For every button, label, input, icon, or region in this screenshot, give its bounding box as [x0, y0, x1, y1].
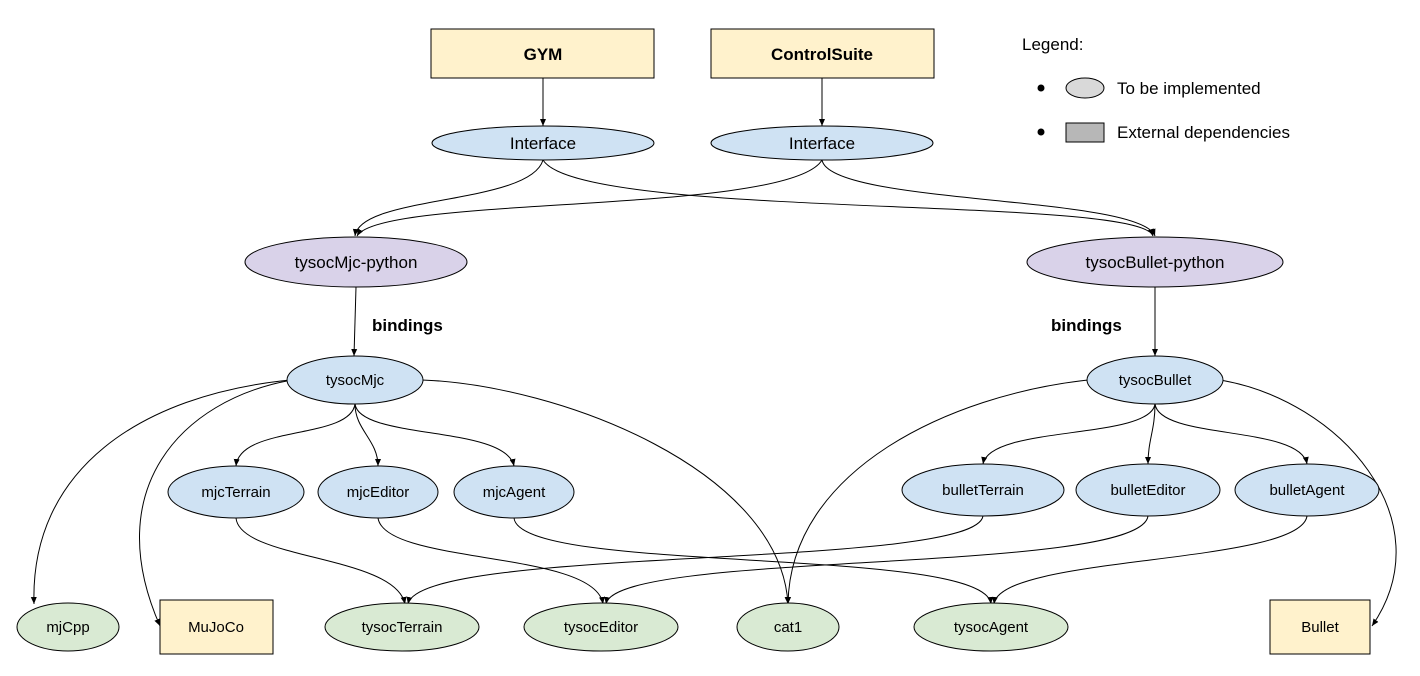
- node-tysocmjc: tysocMjc: [286, 355, 424, 405]
- edge-interface-gym-tysocbullet-python: [542, 159, 1154, 237]
- node-interface-gym: Interface: [431, 125, 655, 161]
- node-interface-cs: Interface: [710, 125, 934, 161]
- node-cat1-label: cat1: [774, 619, 802, 636]
- legend-bullet-future: [1037, 84, 1045, 92]
- edge-tysocmjc-python-tysocmjc: [351, 286, 358, 357]
- node-bulleteditor-label: bulletEditor: [1110, 482, 1185, 499]
- edge-mjcagent-tysocagent: [513, 517, 994, 605]
- node-tysocbullet: tysocBullet: [1086, 355, 1224, 405]
- node-tysocmjc-python: tysocMjc-python: [244, 236, 468, 288]
- edges: [30, 78, 1397, 627]
- node-tysocbullet-python: tysocBullet-python: [1026, 236, 1284, 288]
- node-controlsuite-label: ControlSuite: [771, 45, 873, 64]
- edge-tysocmjc-mjcagent: [354, 403, 516, 467]
- bindings-label-mjc: bindings: [372, 316, 443, 335]
- legend: Legend: To be implemented External depen…: [1022, 35, 1290, 143]
- node-tysocbullet-python-label: tysocBullet-python: [1086, 253, 1225, 272]
- node-mjcagent-label: mjcAgent: [483, 484, 546, 501]
- edge-bulletagent-tysocagent: [991, 515, 1308, 605]
- edge-tysocbullet-bullet: [1219, 379, 1397, 627]
- legend-swatch-external: [1065, 122, 1105, 143]
- legend-swatch-future: [1065, 77, 1105, 99]
- node-tysocbullet-label: tysocBullet: [1119, 372, 1192, 389]
- node-bulleteditor: bulletEditor: [1075, 463, 1221, 517]
- edge-bulleteditor-tysoceditor: [604, 515, 1149, 605]
- edge-bulletterrain-tysocterrain: [406, 515, 984, 605]
- node-mjcpp: mjCpp: [16, 602, 120, 652]
- node-gym: GYM: [430, 28, 655, 79]
- node-bulletagent-label: bulletAgent: [1269, 482, 1345, 499]
- node-mjceditor-label: mjcEditor: [347, 484, 410, 501]
- node-mjcpp-label: mjCpp: [46, 619, 89, 636]
- node-interface-cs-label: Interface: [789, 134, 855, 153]
- node-bullet: Bullet: [1269, 599, 1371, 655]
- edge-tysocmjc-mjcterrain: [233, 403, 356, 467]
- node-tysocterrain-label: tysocTerrain: [362, 619, 443, 636]
- edge-tysocbullet-bulletterrain: [981, 403, 1156, 465]
- edge-interface-cs-tysocmjc-python: [356, 159, 823, 237]
- edge-mjcterrain-tysocterrain: [235, 517, 407, 605]
- node-bulletterrain-label: bulletTerrain: [942, 482, 1024, 499]
- node-tysocagent-label: tysocAgent: [954, 619, 1029, 636]
- node-tysocagent: tysocAgent: [913, 602, 1069, 652]
- node-gym-label: GYM: [524, 45, 563, 64]
- node-cat1: cat1: [736, 602, 840, 652]
- bindings-label-bullet: bindings: [1051, 316, 1122, 335]
- node-mjcagent: mjcAgent: [453, 465, 575, 519]
- node-mjcterrain-label: mjcTerrain: [201, 484, 270, 501]
- node-mjcterrain: mjcTerrain: [167, 465, 305, 519]
- node-interface-gym-label: Interface: [510, 134, 576, 153]
- node-mjceditor: mjcEditor: [317, 465, 439, 519]
- edge-tysocbullet-bulletagent: [1154, 403, 1309, 465]
- edge-mjceditor-tysoceditor: [377, 517, 605, 605]
- legend-item-external: External dependencies: [1117, 123, 1290, 142]
- edge-tysocmjc-cat1: [421, 379, 791, 605]
- node-tysoceditor-label: tysocEditor: [564, 619, 638, 636]
- node-bulletterrain: bulletTerrain: [901, 463, 1065, 517]
- edge-tysocmjc-mjcpp: [30, 379, 291, 605]
- edge-interface-gym-tysocmjc-python: [352, 159, 544, 237]
- node-bullet-label: Bullet: [1301, 619, 1339, 636]
- edge-tysocmjc-mujoco: [139, 379, 293, 627]
- node-controlsuite: ControlSuite: [710, 28, 935, 79]
- edge-tysocbullet-bulleteditor: [1145, 403, 1156, 465]
- node-tysoceditor: tysocEditor: [523, 602, 679, 652]
- edge-interface-cs-tysocbullet-python: [821, 159, 1156, 237]
- legend-bullet-external: [1037, 128, 1045, 136]
- node-tysocmjc-label: tysocMjc: [326, 372, 385, 389]
- node-bulletagent: bulletAgent: [1234, 463, 1380, 517]
- legend-title: Legend:: [1022, 35, 1083, 54]
- edge-tysocmjc-mjceditor: [354, 403, 381, 467]
- legend-item-future: To be implemented: [1117, 79, 1261, 98]
- node-mujoco-label: MuJoCo: [188, 619, 244, 636]
- node-tysocmjc-python-label: tysocMjc-python: [295, 253, 418, 272]
- node-tysocterrain: tysocTerrain: [324, 602, 480, 652]
- node-mujoco: MuJoCo: [159, 599, 274, 655]
